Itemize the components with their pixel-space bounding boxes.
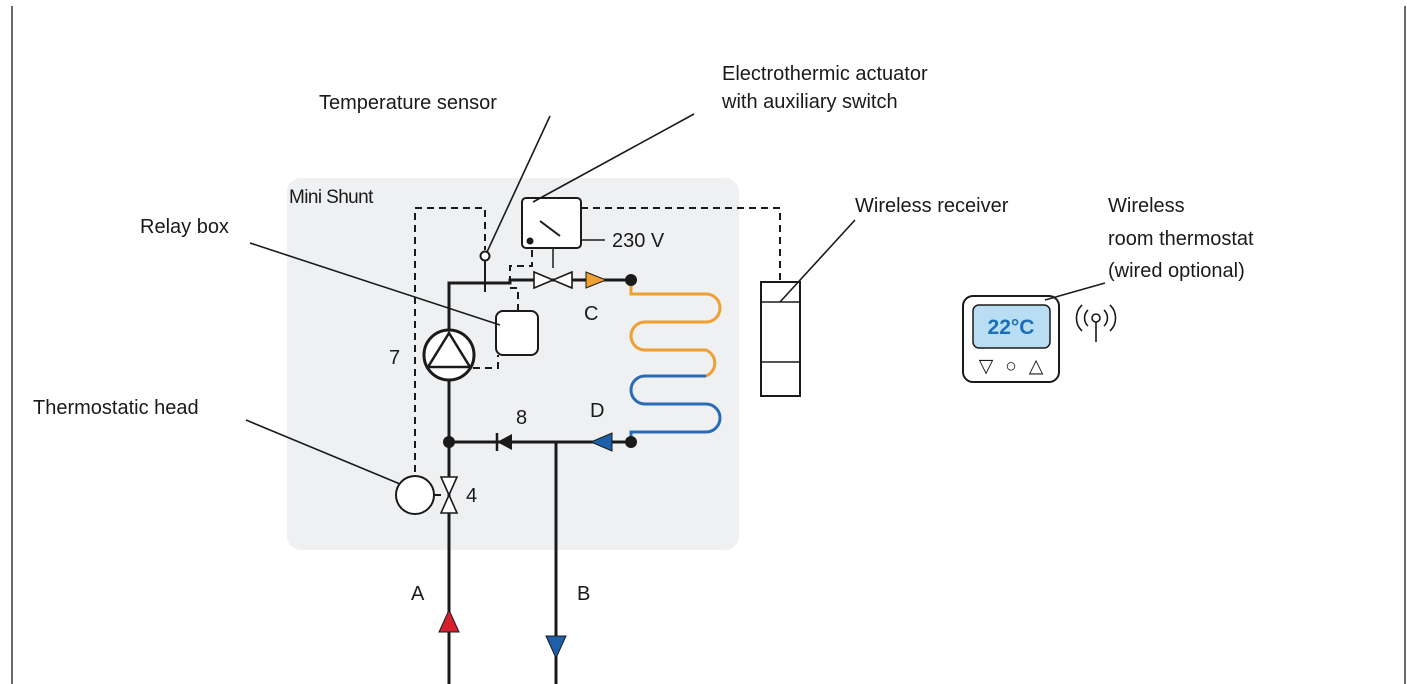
flow-arrow-loop-out [589,432,613,452]
label-pump-number: 7 [389,347,400,369]
wire-pump-relay [473,355,499,369]
junction-dot [625,274,637,286]
mini-shunt-panel [287,178,739,550]
flow-arrow-supply [438,608,460,633]
label-thermostat-line3: (wired optional) [1108,260,1245,282]
leader-thermostatic-head [245,419,401,485]
label-voltage: 230 V [612,230,665,252]
thermostat-up-button: △ [1029,356,1044,377]
leader-receiver [779,219,856,303]
leader-relay-box [249,242,501,326]
label-valve-number: 4 [466,485,477,507]
flow-arrow-loop-in [585,271,608,289]
junction-dot [443,436,455,448]
thermostat-mode-button: ○ [1005,356,1016,377]
thermostat-down-button: ▽ [979,356,994,377]
room-thermostat [962,295,1060,383]
junction-dot [625,436,637,448]
temperature-sensor-probe [479,250,491,262]
wire-relay-actuator [509,248,533,311]
thermostat-temperature: 22°C [988,316,1035,339]
thermostatic-valve [439,476,459,514]
label-wireless-receiver: Wireless receiver [855,195,1009,217]
pipe-supply-riser [447,281,485,684]
label-point-b: B [577,583,590,605]
check-valve [495,433,512,451]
electrothermic-actuator [521,197,605,268]
wire-actuator-receiver [581,207,781,282]
label-point-d: D [590,400,604,422]
label-check-valve-number: 8 [516,407,527,429]
label-relay-box: Relay box [140,216,229,238]
wireless-signal-icon [1075,304,1117,342]
heating-loop-cool [629,374,722,442]
label-thermostatic-head: Thermostatic head [33,397,199,419]
label-actuator-line2: with auxiliary switch [721,91,898,113]
wire-thermostatic-head [414,207,486,472]
flow-arrow-return [545,635,567,660]
label-point-a: A [411,583,425,605]
label-mini-shunt: Mini Shunt [289,187,374,208]
thermostatic-head [395,475,435,515]
relay-box [495,310,539,356]
label-point-c: C [584,303,598,325]
thermostat-display [972,304,1051,349]
zone-valve [533,270,573,290]
label-thermostat-line1: Wireless [1108,195,1185,217]
leader-thermostat [1044,282,1106,301]
wireless-receiver [760,281,801,397]
circulation-pump [422,328,476,382]
leader-temperature-sensor [486,115,551,253]
heating-loop-warm [629,280,722,378]
leader-actuator [532,113,695,203]
label-actuator-line1: Electrothermic actuator [722,63,928,85]
label-thermostat-line2: room thermostat [1108,228,1254,250]
label-temperature-sensor: Temperature sensor [319,92,497,114]
